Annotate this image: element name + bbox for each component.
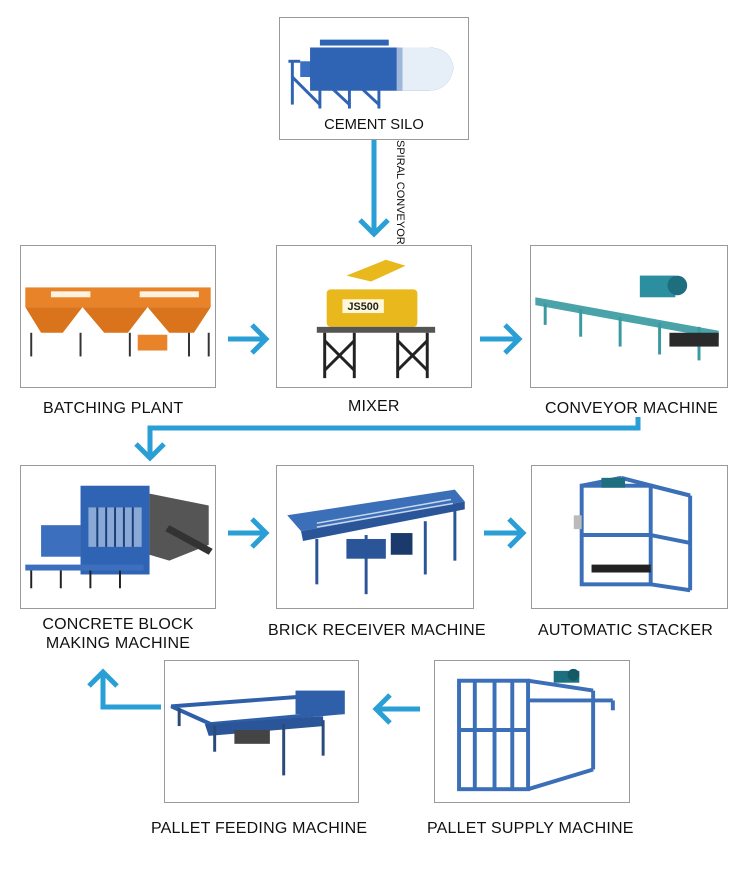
node-pallet-feeding bbox=[164, 660, 359, 803]
silo-icon: CEMENT SILO bbox=[280, 18, 468, 139]
node-cement-silo-label: CEMENT SILO bbox=[324, 117, 424, 133]
node-concrete-block-label-line2: MAKING MACHINE bbox=[45, 635, 191, 652]
block-machine-icon bbox=[21, 466, 215, 608]
node-concrete-block-machine-label: CONCRETE BLOCK MAKING MACHINE bbox=[18, 615, 218, 653]
mixer-icon: JS500 bbox=[277, 246, 471, 387]
arrow-conveyor-to-block-machine bbox=[134, 417, 641, 462]
stacker-icon bbox=[532, 466, 727, 608]
pallet-feeding-icon bbox=[165, 661, 358, 802]
node-pallet-feeding-label: PALLET FEEDING MACHINE bbox=[151, 820, 368, 837]
edge-label-spiral-conveyor: SPIRAL CONVEYOR bbox=[394, 140, 406, 245]
node-conveyor-machine-label: CONVEYOR MACHINE bbox=[545, 400, 718, 417]
batching-plant-icon bbox=[21, 246, 215, 387]
arrow-receiver-to-stacker bbox=[484, 517, 527, 549]
node-batching-plant-label: BATCHING PLANT bbox=[43, 400, 184, 417]
conveyor-icon bbox=[531, 246, 727, 387]
node-automatic-stacker bbox=[531, 465, 728, 609]
pallet-supply-icon bbox=[435, 661, 629, 802]
arrow-supply-to-feeding bbox=[372, 693, 420, 725]
node-pallet-supply bbox=[434, 660, 630, 803]
node-automatic-stacker-label: AUTOMATIC STACKER bbox=[538, 622, 713, 639]
node-concrete-block-machine bbox=[20, 465, 216, 609]
node-cement-silo: CEMENT SILO bbox=[279, 17, 469, 140]
arrow-block-to-receiver bbox=[228, 517, 270, 549]
node-mixer-label: MIXER bbox=[348, 398, 400, 415]
node-brick-receiver bbox=[276, 465, 474, 609]
arrow-feeding-to-block bbox=[87, 668, 161, 710]
brick-receiver-icon bbox=[277, 466, 473, 608]
arrow-mixer-to-conveyor bbox=[480, 323, 523, 355]
node-pallet-supply-label: PALLET SUPPLY MACHINE bbox=[427, 820, 634, 837]
node-mixer: JS500 bbox=[276, 245, 472, 388]
arrow-batching-to-mixer bbox=[228, 323, 270, 355]
node-concrete-block-label-line1: CONCRETE BLOCK bbox=[42, 616, 194, 633]
mixer-badge: JS500 bbox=[347, 301, 378, 313]
node-conveyor-machine bbox=[530, 245, 728, 388]
node-brick-receiver-label: BRICK RECEIVER MACHINE bbox=[268, 622, 486, 639]
node-batching-plant bbox=[20, 245, 216, 388]
arrow-silo-to-mixer bbox=[358, 140, 390, 238]
